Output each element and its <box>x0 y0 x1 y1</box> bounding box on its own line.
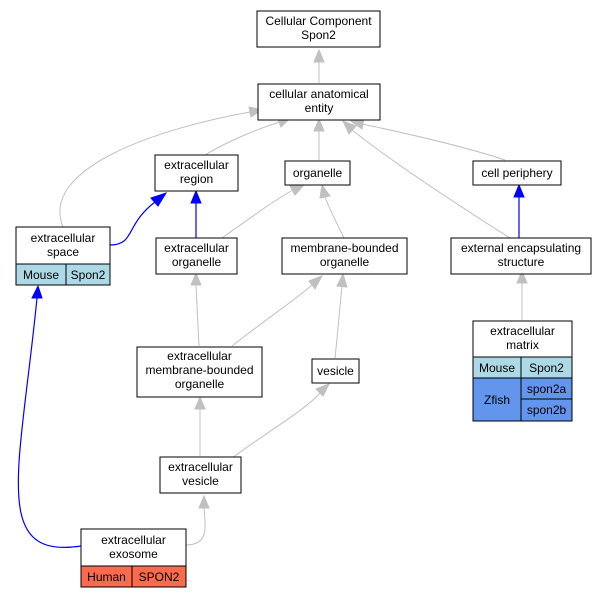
annotation-exo-gene: SPON2 <box>131 565 187 588</box>
node-label-line: region <box>180 172 213 186</box>
arrowhead <box>198 494 210 509</box>
node-label-line: extracellular <box>31 231 96 245</box>
node-label-line: vesicle <box>182 474 219 488</box>
node-cell-periphery[interactable]: cell periphery <box>472 160 562 186</box>
arrowhead <box>190 189 202 204</box>
node-cellular-component[interactable]: Cellular Component Spon2 <box>256 10 381 48</box>
node-label-line: extracellular <box>164 158 229 172</box>
node-label-line: structure <box>498 255 545 269</box>
species-label: Human <box>87 570 126 584</box>
node-extracellular-membrane-bounded-organelle[interactable]: extracellular membrane-bounded organelle <box>136 346 263 398</box>
node-vesicle[interactable]: vesicle <box>311 358 360 384</box>
node-label-line: organelle <box>175 377 225 391</box>
arrowhead <box>194 395 206 410</box>
annotation-exo-human: Human <box>80 565 133 588</box>
edge-embo-mbo <box>231 284 313 347</box>
node-extracellular-vesicle[interactable]: extracellular vesicle <box>159 456 242 494</box>
edge-exo-ecs <box>17 297 82 548</box>
node-label-line: organelle <box>293 166 343 180</box>
edges <box>17 48 528 548</box>
annotation-ecm-zfish: Zfish <box>472 377 522 422</box>
node-extracellular-exosome[interactable]: extracellular exosome <box>80 528 187 567</box>
node-membrane-bounded-organelle[interactable]: membrane-bounded organelle <box>281 237 408 275</box>
arrowhead <box>313 48 325 63</box>
node-label-line: extracellular <box>167 349 232 363</box>
species-label: Mouse <box>23 268 59 282</box>
edge-ecr-cae <box>204 121 281 156</box>
node-extracellular-matrix[interactable]: extracellular matrix <box>472 320 573 358</box>
node-label-line: extracellular <box>490 324 555 338</box>
node-label-line: extracellular <box>168 460 233 474</box>
node-label-line: organelle <box>172 255 222 269</box>
edge-embo-eco <box>195 284 200 347</box>
node-organelle[interactable]: organelle <box>284 160 351 186</box>
arrowhead <box>308 275 324 290</box>
edge-ecv-vesicle <box>231 392 321 459</box>
annotation-ecs-gene: Spon2 <box>65 263 111 286</box>
arrowhead <box>289 184 306 196</box>
arrowhead <box>319 183 331 199</box>
arrowhead <box>516 269 528 284</box>
node-label-line: entity <box>305 101 334 115</box>
edge-eco-organelle <box>221 189 294 239</box>
gene-label: spon2a <box>527 382 567 396</box>
edge-ecs-ecr <box>109 201 156 246</box>
node-label-line: extracellular <box>164 241 229 255</box>
arrowhead <box>513 183 525 198</box>
arrowhead <box>313 117 325 132</box>
annotation-ecm-zfish-gene-b: spon2b <box>520 398 573 422</box>
gene-label: Spon2 <box>71 268 106 282</box>
edge-vesicle-mbo <box>334 285 343 359</box>
edge-mbo-organelle <box>324 196 345 239</box>
node-extracellular-region[interactable]: extracellular region <box>154 154 239 192</box>
gene-label: Spon2 <box>529 361 564 375</box>
node-cellular-anatomical-entity[interactable]: cellular anatomical entity <box>257 83 381 121</box>
node-label-line: membrane-bounded <box>290 241 398 255</box>
annotation-ecs-mouse: Mouse <box>15 263 67 286</box>
node-label-line: cellular anatomical <box>269 87 368 101</box>
node-label-line: organelle <box>320 255 370 269</box>
node-label-line: matrix <box>506 338 539 352</box>
node-external-encapsulating-structure[interactable]: external encapsulating structure <box>450 237 592 275</box>
arrowhead <box>31 284 43 299</box>
edge-ecs-cae <box>59 111 251 228</box>
node-label-line: extracellular <box>101 533 166 547</box>
node-label-line: membrane-bounded <box>145 363 253 377</box>
gene-label: spon2b <box>527 403 567 417</box>
species-label: Mouse <box>479 361 515 375</box>
node-label-line: cell periphery <box>481 166 552 180</box>
annotation-ecm-mouse-gene: Spon2 <box>520 356 573 379</box>
edge-ees-cae <box>351 129 511 239</box>
annotation-ecm-mouse: Mouse <box>472 356 522 379</box>
node-label-line: Spon2 <box>301 28 336 42</box>
node-label-line: external encapsulating <box>461 241 581 255</box>
edge-cp-cae <box>361 123 506 161</box>
node-extracellular-space[interactable]: extracellular space <box>15 226 111 265</box>
node-extracellular-organelle[interactable]: extracellular organelle <box>155 237 238 275</box>
node-label-line: vesicle <box>317 364 354 378</box>
node-label-line: exosome <box>109 547 158 561</box>
arrowhead <box>315 383 331 397</box>
node-label-line: Cellular Component <box>265 14 372 28</box>
node-label-line: space <box>47 245 79 259</box>
arrowhead <box>342 120 357 135</box>
edge-exo-ecv <box>185 507 206 546</box>
gene-label: SPON2 <box>139 570 180 584</box>
arrowhead <box>336 272 348 288</box>
arrowhead <box>150 192 168 207</box>
arrowhead <box>190 271 202 286</box>
species-label: Zfish <box>484 393 510 407</box>
annotation-ecm-zfish-gene-a: spon2a <box>520 377 573 400</box>
